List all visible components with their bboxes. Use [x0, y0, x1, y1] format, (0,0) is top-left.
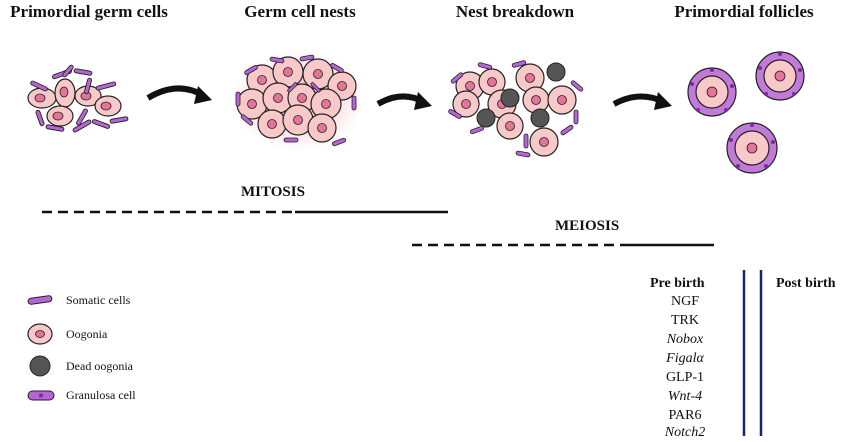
progression-arrow	[376, 92, 432, 110]
legend-oogonia-icon	[27, 323, 53, 345]
marker-item: Notch2	[664, 425, 706, 440]
legend-somatic-label: Somatic cells	[66, 293, 131, 307]
marker-item: Wnt-4	[667, 389, 703, 404]
somatic-cells	[30, 64, 129, 133]
marker-item: Figalα	[666, 351, 704, 366]
oogonium	[27, 87, 57, 109]
legend-somatic-icon	[27, 295, 53, 305]
marker-item: GLP-1	[665, 370, 705, 385]
stage-title-follicles: Primordial follicles	[674, 2, 814, 21]
marker-item: TRK	[671, 313, 699, 328]
legend-dead-oogonia-label: Dead oogonia	[66, 359, 133, 373]
marker-item: NGF	[670, 294, 699, 309]
stage-title-breakdown: Nest breakdown	[455, 2, 575, 21]
primordial-follicle	[755, 51, 805, 101]
legend-dead-oogonia-icon	[29, 355, 51, 377]
primordial-follicle	[687, 67, 737, 117]
stage-follicles-illustration	[687, 51, 805, 174]
stage-breakdown-illustration	[448, 60, 584, 158]
marker-item: Nobox	[666, 332, 704, 347]
oogonium	[46, 105, 74, 127]
oogonium	[54, 78, 76, 108]
marker-item: PAR6	[668, 408, 702, 423]
pre-birth-heading: Pre birth	[650, 276, 705, 291]
progression-arrow	[146, 85, 212, 104]
post-birth-heading: Post birth	[776, 276, 836, 291]
legend-oogonia-label: Oogonia	[66, 327, 108, 341]
birth-divider	[742, 270, 763, 436]
progression-arrow	[612, 92, 672, 110]
stage-title-nests: Germ cell nests	[244, 2, 356, 21]
stage-pgc-illustration	[27, 64, 129, 133]
meiosis-label: MEIOSIS	[555, 218, 620, 234]
oogonium	[94, 95, 122, 117]
mitosis-label: MITOSIS	[241, 184, 305, 200]
legend-granulosa-label: Granulosa cell	[66, 388, 136, 402]
primordial-follicle	[726, 122, 778, 174]
stage-nests-illustration	[232, 50, 364, 150]
stage-title-pgc: Primordial germ cells	[10, 2, 168, 21]
legend-granulosa-icon	[27, 390, 55, 401]
